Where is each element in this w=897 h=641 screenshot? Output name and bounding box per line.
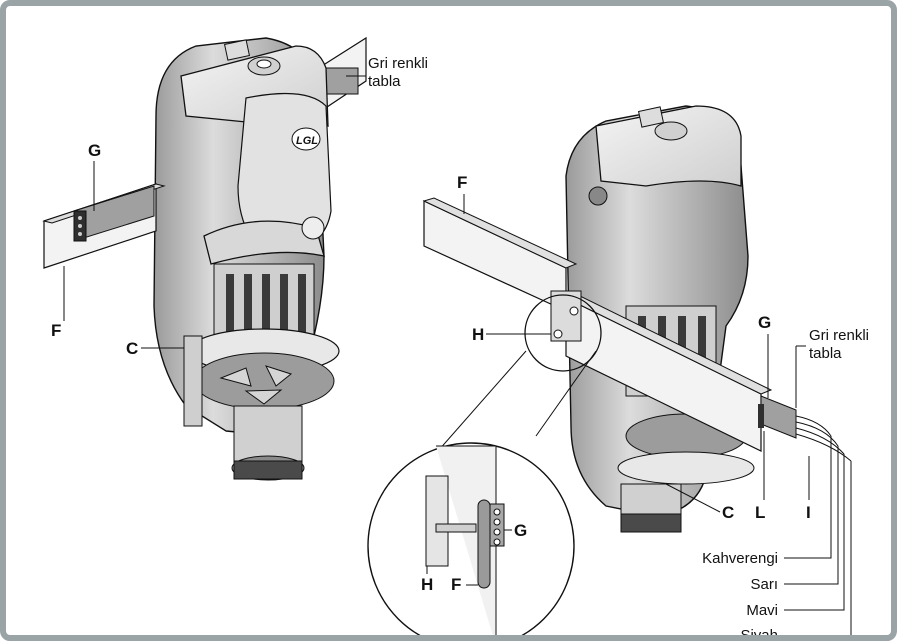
wire-label-sari: Sarı [750,576,778,593]
right-wires [795,415,852,462]
right-label-I: I [806,503,811,522]
right-device [415,105,852,533]
right-gray-tray-label-1: Gri renkli [809,327,869,344]
left-blades [219,365,293,405]
right-label-F: F [457,173,467,192]
wire-label-siyah: Siyah [740,627,778,641]
left-back-tray [323,67,359,95]
right-gray-tray [760,395,797,439]
left-bracket [183,335,203,427]
left-label-G: G [88,141,101,160]
detail-label-G: G [514,521,527,540]
right-side-hole [588,186,608,206]
left-gray-tray-label-1: Gri renkli [368,55,428,72]
installation-diagram: LGL Gri renkli tabla [42,36,869,641]
wire-legend: Kahverengi Sarı Mavi Siyah [702,436,852,641]
right-nozzle-tip [620,513,682,533]
wire-label-kahverengi: Kahverengi [702,550,778,567]
wire-label-mavi: Mavi [746,602,778,619]
left-collar [203,220,325,265]
left-nozzle-tip [233,460,303,480]
detail-magnifier-small [524,294,602,372]
right-label-H: H [472,325,484,344]
left-label-F: F [51,321,61,340]
right-bar-top-back [422,197,578,269]
right-label-L: L [755,503,765,522]
detail-bar-F [477,499,491,589]
right-nozzle [620,483,682,515]
left-top-latch [223,39,251,61]
left-collar-button [301,216,325,240]
right-base-ring [617,451,755,485]
detail-screw [435,523,477,533]
left-label-C: C [126,339,138,358]
detail-label-F: F [451,575,461,594]
right-labels: F H G Gri renkli tabla C L I G H F [421,173,869,594]
left-labels: Gri renkli tabla G F C [51,55,428,358]
left-logo: LGL [291,127,321,151]
detail-label-H: H [421,575,433,594]
right-label-C: C [722,503,734,522]
left-device: LGL [42,36,367,481]
logo-text: LGL [296,135,318,147]
right-top-cap [595,105,742,187]
right-tray-terminal [758,404,764,428]
left-gray-tray-label-2: tabla [368,73,401,90]
detail-zoom [367,442,575,635]
left-knob-center [256,59,272,69]
right-top-knob [654,121,688,141]
left-nozzle [233,405,303,462]
right-top-latch [637,106,665,128]
right-label-G: G [758,313,771,332]
right-gray-tray-label-2: tabla [809,345,842,362]
detail-bracket [425,475,449,567]
left-cage-slots [226,274,306,334]
